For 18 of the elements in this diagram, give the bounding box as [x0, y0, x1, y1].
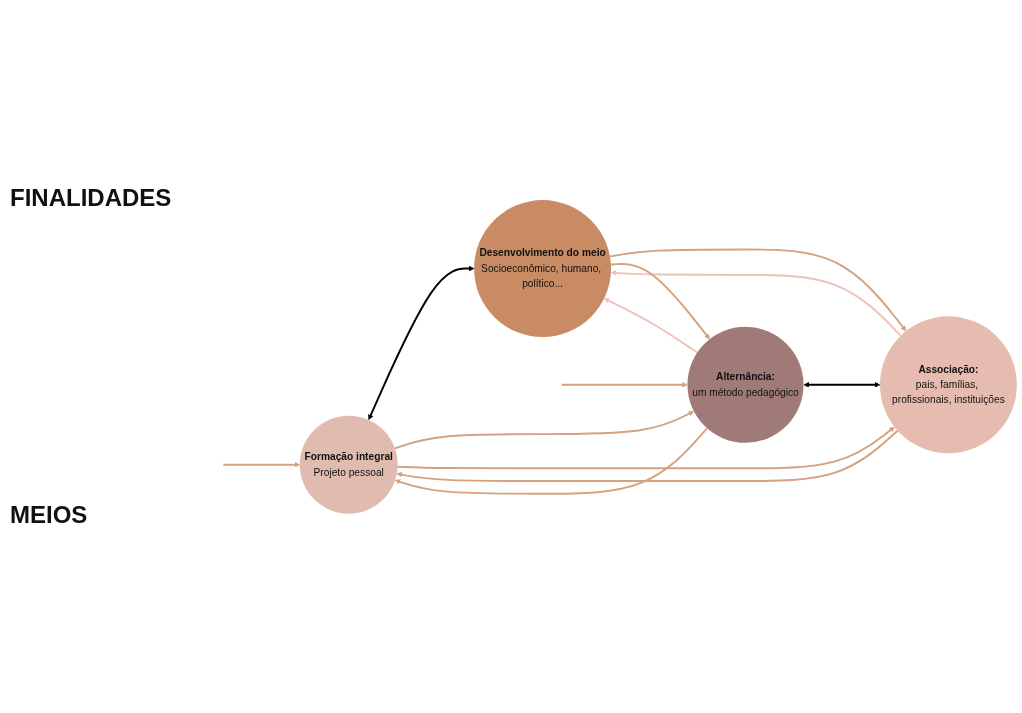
arrow	[603, 297, 699, 354]
arrow	[609, 262, 710, 340]
node-circle: Desenvolvimento do meio Socioeconômico, humano, político...	[474, 199, 611, 337]
arrow	[394, 426, 709, 495]
arrow	[368, 265, 475, 420]
arrow	[393, 410, 695, 450]
arrow	[609, 248, 907, 331]
node-circle: Alternância: um método pedagógico	[687, 326, 804, 443]
arrow	[560, 381, 688, 388]
section-label: FINALIDADES	[10, 184, 170, 213]
arrow	[610, 269, 902, 337]
arrow	[396, 426, 895, 469]
node-circle: Formação integral Projeto pessoal	[299, 415, 398, 514]
arrow	[396, 429, 899, 482]
arrow	[803, 381, 881, 388]
section-label: MEIOS	[10, 500, 89, 529]
node-circle: Associação: pais, famílias, profissionais, instituições	[879, 315, 1017, 453]
arrow	[222, 461, 300, 468]
